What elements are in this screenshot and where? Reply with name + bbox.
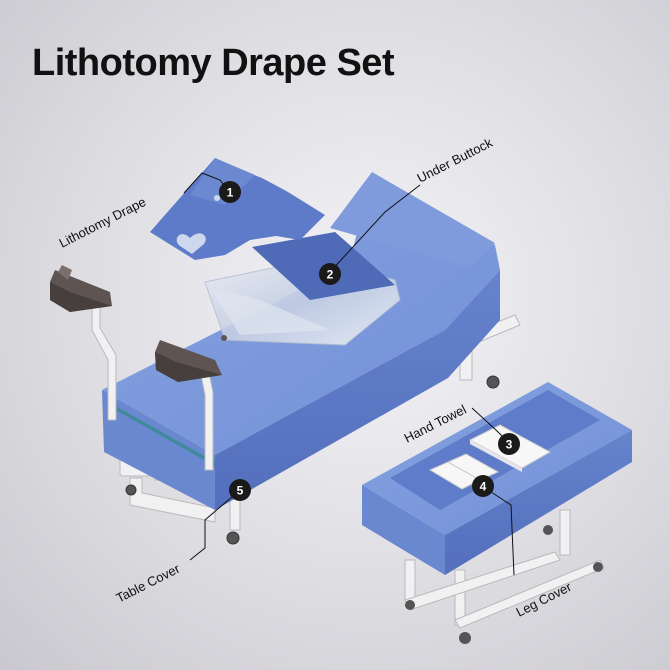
label-table-cover: Table Cover [114,561,183,606]
instrument-table [362,382,632,644]
marker-5: 5 [229,479,251,501]
marker-1: 1 [219,181,241,203]
label-under-buttock: Under Buttock [415,135,496,186]
marker-4: 4 [472,475,494,497]
stirrup-left [50,265,117,421]
instrument-table-frame [404,509,605,629]
marker-2: 2 [319,263,341,285]
marker-1-number: 1 [227,186,234,200]
instrument-table-side-left [362,485,445,575]
marker-2-number: 2 [327,268,334,282]
table-cover-side-front [102,390,215,510]
marker-4-number: 4 [480,480,487,494]
stirrups [50,265,222,471]
backrest-drape [330,172,495,268]
label-lithotomy-drape: Lithotomy Drape [57,194,149,251]
table-wheels [125,375,500,545]
table-cover-side-right [215,270,500,510]
instrument-table-side-front [445,430,632,575]
stirrup-right [155,340,222,471]
marker-3: 3 [498,433,520,455]
leg-covers [428,453,500,490]
fenestration-heart [176,233,206,254]
marker-5-number: 5 [237,484,244,498]
marker-3-number: 3 [506,438,513,452]
lithotomy-drape [150,158,325,260]
page-title: Lithotomy Drape Set [32,42,395,84]
instrument-table-wheels [405,525,603,644]
